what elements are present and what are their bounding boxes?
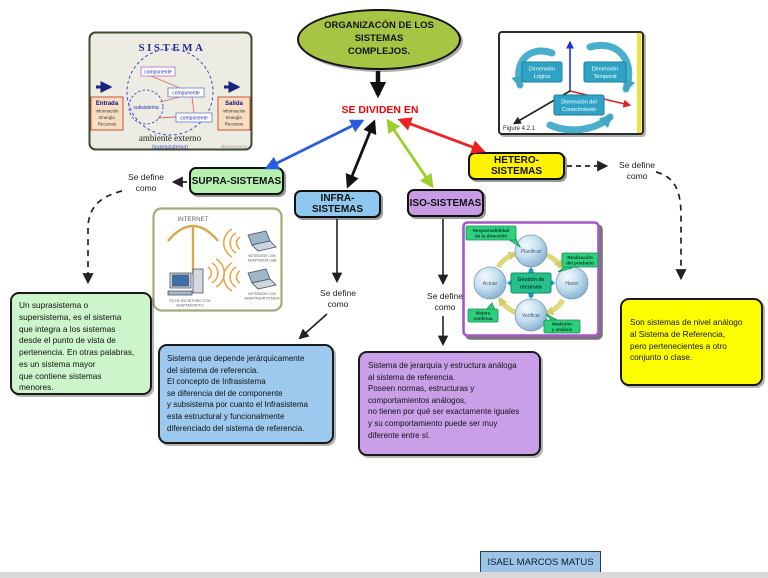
arrow-divider-hetero — [397, 117, 486, 154]
component-links — [150, 75, 195, 119]
hacer-label: Hacer — [565, 281, 579, 287]
componente-3-label: componente — [180, 116, 208, 122]
link-define-to-supra-def — [82, 190, 123, 285]
svg-text:del producto: del producto — [566, 261, 594, 266]
svg-text:Recursos: Recursos — [98, 122, 117, 127]
svg-text:Medición: Medición — [552, 322, 572, 327]
watermark: alegsa.com.ar — [221, 144, 248, 149]
antenna-curve-icon — [167, 224, 219, 275]
pdca-figure: Planificar Hacer Verificar Actuar Gestió… — [462, 221, 600, 342]
sistema-figure: SISTEMA componente componente componente… — [88, 31, 253, 156]
main-topic-node: ORGANIZACÓN DE LOS SISTEMAS COMPLEJOS. — [297, 9, 461, 70]
actuar-label: Actuar — [483, 281, 498, 287]
pdca-callouts: Responsabilidad de la dirección Realizac… — [465, 225, 599, 334]
node-infra-sistemas: INFRA-SISTEMAS — [294, 190, 381, 218]
svg-text:Energía: Energía — [226, 115, 242, 120]
definition-supra-sistemas: Un suprasistema o supersistema, es el si… — [10, 292, 152, 395]
pdca-spheres: Planificar Hacer Verificar Actuar — [473, 234, 589, 332]
internet-figure-svg: INTERNET PC DE ESCRITORIO CON ADAPTADOR … — [152, 207, 283, 312]
svg-text:Realización: Realización — [567, 255, 592, 260]
author-name: ISAEL MARCOS MATUS — [487, 556, 594, 568]
notebook-pcmcia-caption: NOTEBOOK CON — [248, 292, 276, 296]
planificar-label: Planificar — [521, 249, 542, 255]
dimensions-figure: Dimensión Lógica Dimensión Temporal Dime… — [498, 31, 644, 140]
svg-text:Información: Información — [223, 109, 246, 114]
svg-text:Dimensión: Dimensión — [592, 67, 618, 73]
svg-text:de la dirección: de la dirección — [475, 234, 507, 239]
definition-infra-sistemas: Sistema que depende jerárquicamente del … — [158, 344, 334, 444]
internet-figure: INTERNET PC DE ESCRITORIO CON ADAPTADOR … — [152, 207, 283, 317]
center-box: Gestión de recursos — [510, 272, 552, 294]
notebook-usb-icon — [247, 230, 277, 252]
node-supra-sistemas: SUPRA-SISTEMAS — [189, 167, 284, 195]
svg-text:ADAPTADOR USB: ADAPTADOR USB — [248, 259, 278, 263]
cycle-swoosh-arrows-icon — [511, 41, 636, 134]
verificar-label: Verificar — [522, 313, 540, 319]
salida-box: Salida Información Energía Recursos — [217, 96, 251, 131]
svg-text:Temporal: Temporal — [593, 74, 616, 80]
subsistema-label: subsistema — [133, 105, 159, 111]
svg-text:Gestión de: Gestión de — [518, 277, 545, 283]
page-bottom-edge — [0, 572, 768, 578]
link-define-to-infra-def — [298, 313, 328, 340]
notebook-pcmcia-icon — [247, 268, 277, 290]
define-label-hetero: Se define como — [619, 160, 655, 182]
figure-caption: Figure 4.2.1 — [503, 126, 536, 132]
internet-title: INTERNET — [178, 216, 209, 223]
arrow-divider-infra — [345, 119, 377, 189]
define-label-iso: Se define como — [427, 291, 463, 313]
dimensions-frame — [498, 31, 644, 135]
pc-caption: PC DE ESCRITORIO CON — [170, 299, 211, 303]
divider-label: SE DIVIDEN EN — [341, 104, 419, 116]
pdca-figure-svg: Planificar Hacer Verificar Actuar Gestió… — [462, 221, 600, 337]
svg-text:Dimensión del: Dimensión del — [561, 100, 596, 106]
svg-text:Lógica: Lógica — [534, 74, 551, 80]
componente-2-label: componente — [172, 91, 200, 97]
define-label-infra: Se define como — [320, 288, 356, 310]
svg-text:Mejora: Mejora — [476, 311, 491, 316]
entrada-title: Entrada — [96, 101, 119, 107]
svg-text:Responsabilidad: Responsabilidad — [473, 228, 510, 233]
wifi-waves-icon — [207, 228, 241, 292]
node-hetero-sistemas: HETERO-SISTEMAS — [468, 152, 565, 180]
salida-title: Salida — [225, 101, 243, 107]
components: componente componente componente subsist… — [128, 66, 213, 125]
sistema-figure-svg: SISTEMA componente componente componente… — [88, 31, 253, 151]
svg-text:ADAPTADOR PCMCIA: ADAPTADOR PCMCIA — [245, 297, 281, 301]
svg-text:continua: continua — [473, 316, 493, 321]
dimensions-figure-svg: Dimensión Lógica Dimensión Temporal Dime… — [498, 31, 644, 135]
svg-text:recursos: recursos — [520, 285, 542, 291]
system-boundary-circle — [126, 48, 214, 136]
componente-1-label: componente — [144, 70, 172, 76]
dimension-labels: Dimensión Lógica Dimensión Temporal Dime… — [521, 61, 627, 116]
svg-text:Información: Información — [96, 109, 119, 114]
arrow-divider-iso — [386, 118, 434, 189]
ambiente-externo-label: ambiente externo — [139, 133, 202, 143]
link-define-to-hetero-def — [655, 171, 687, 281]
notebook-usb-caption: NOTEBOOK CON — [248, 254, 276, 258]
suprasistema-label: (suprasistema) — [152, 145, 189, 151]
svg-text:Energía: Energía — [99, 115, 115, 120]
sistema-title: SISTEMA — [138, 42, 205, 54]
definition-hetero-sistemas: Son sistemas de nivel análogo al Sistema… — [620, 298, 763, 386]
main-topic-label: ORGANIZACÓN DE LOS SISTEMAS COMPLEJOS. — [324, 20, 434, 57]
svg-text:y análisis: y análisis — [552, 327, 573, 332]
entrada-box: Entrada Información Energía Recursos — [90, 96, 124, 131]
yellow-edge-strip — [637, 33, 642, 133]
svg-text:Recursos: Recursos — [225, 122, 244, 127]
svg-text:Conocimiento: Conocimiento — [562, 107, 596, 113]
definition-iso-sistemas: Sistema de jerarquía y estructura análog… — [358, 351, 541, 456]
svg-text:ADAPTADOR PCI: ADAPTADOR PCI — [176, 304, 204, 308]
arrow-divider-supra — [264, 119, 365, 170]
author-box: ISAEL MARCOS MATUS — [480, 551, 601, 573]
node-iso-sistemas: ISO-SISTEMAS — [407, 189, 484, 217]
desktop-pc-icon — [167, 268, 204, 296]
define-label-supra: Se define como — [128, 172, 164, 194]
svg-text:Dimensión: Dimensión — [529, 67, 555, 73]
